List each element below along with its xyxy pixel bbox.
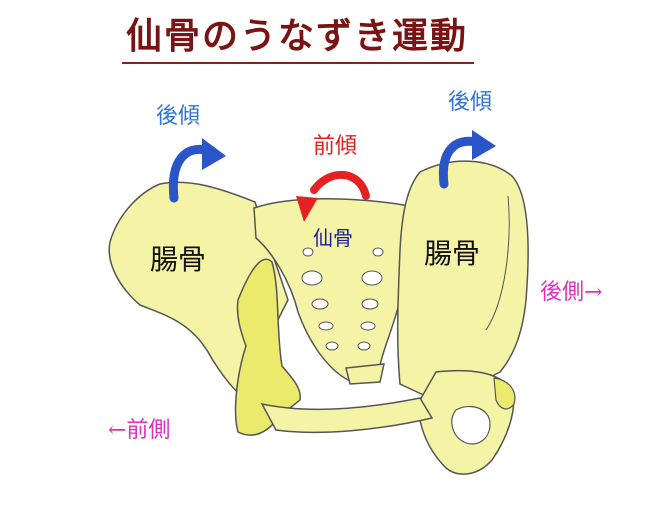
sacral-foramen [318,321,334,331]
label-posterior-side: 後側→ [540,280,603,305]
sacral-foramen [361,270,383,286]
sacral-foramen [357,341,371,351]
pubic-bone-left [234,258,301,436]
label-posterior-tilt-right: 後傾 [448,90,493,115]
posterior-tilt-arrowhead-right [472,130,496,160]
label-anterior-side: ←前側 [108,418,171,443]
posterior-tilt-arrowhead-left [202,138,226,170]
posterior-tilt-arrow-left [168,144,211,203]
hip-accent-right [493,377,516,410]
sacral-foramen [301,270,323,286]
sacral-foramen [361,298,379,310]
label-ilium-right: 腸骨 [424,237,481,270]
ilium-right-edge-line [485,195,510,331]
label-sacrum: 仙骨 [313,226,353,250]
ilium-right-shape [396,160,529,399]
pubic-bar [260,397,434,434]
sacral-foramen [372,247,384,257]
label-posterior-tilt-left: 後傾 [156,104,201,129]
anterior-tilt-arrowhead [296,196,318,222]
sacral-foramen [360,321,376,331]
label-ilium-left: 腸骨 [150,243,207,276]
anterior-tilt-arrow [310,171,370,200]
sacral-foramen [311,298,329,310]
posterior-tilt-arrow-right [438,136,481,189]
coccyx-shape [345,363,385,385]
diagram-title: 仙骨のうなずき運動 [126,15,469,57]
label-anterior-tilt: 前傾 [313,134,358,159]
title-underline [122,62,474,64]
sacral-foramen [325,341,339,351]
obturator-hole-right [451,405,491,445]
sacral-foramen [302,247,314,257]
